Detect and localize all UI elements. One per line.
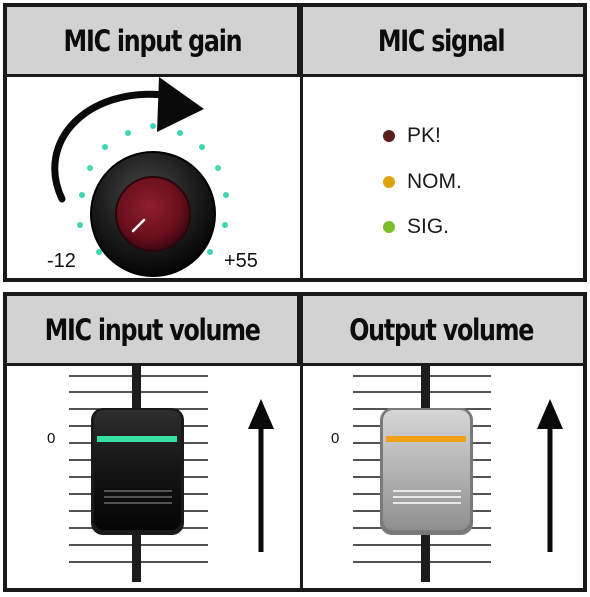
- mic-input-volume-header: MIC input volume: [7, 296, 300, 366]
- peak-label: PK!: [407, 124, 441, 147]
- output-fader-indicator: [386, 436, 466, 442]
- signal-indicator-dot: [383, 221, 395, 233]
- signal-item-signal: SIG.: [383, 215, 449, 239]
- gain-knob-area: [51, 77, 229, 277]
- gain-min-label: -12: [47, 250, 76, 272]
- gain-max-label: +55: [224, 250, 258, 272]
- peak-indicator-dot: [383, 130, 395, 142]
- signal-label: SIG.: [407, 215, 450, 238]
- output-volume-up-arrow-icon: [537, 399, 563, 552]
- faders-area: [69, 366, 563, 582]
- mic-fader-indicator: [97, 436, 177, 442]
- output-fader-handle[interactable]: [380, 408, 473, 535]
- nominal-indicator-dot: [383, 176, 395, 188]
- panel-divider-bottom: [300, 296, 303, 588]
- mic-volume-up-arrow-icon: [248, 399, 274, 552]
- signal-item-peak: PK!: [383, 124, 441, 148]
- mic-fader-handle[interactable]: [91, 408, 184, 535]
- gain-knob[interactable]: [90, 151, 216, 277]
- rotate-arrow-icon: [51, 77, 204, 203]
- mic-input-gain-header: MIC input gain: [7, 7, 300, 77]
- top-panel: MIC input gain MIC signal: [3, 3, 587, 282]
- signal-item-nominal: NOM.: [383, 170, 462, 194]
- mic-signal-header: MIC signal: [300, 7, 583, 77]
- nominal-label: NOM.: [407, 170, 462, 193]
- bottom-panel: MIC input volume Output volume: [3, 292, 587, 592]
- mic-fader-zero-label: 0: [47, 430, 56, 447]
- output-volume-header: Output volume: [300, 296, 583, 366]
- panel-divider: [300, 7, 303, 278]
- output-fader-zero-label: 0: [331, 430, 340, 447]
- gain-scale-dots: [77, 123, 229, 255]
